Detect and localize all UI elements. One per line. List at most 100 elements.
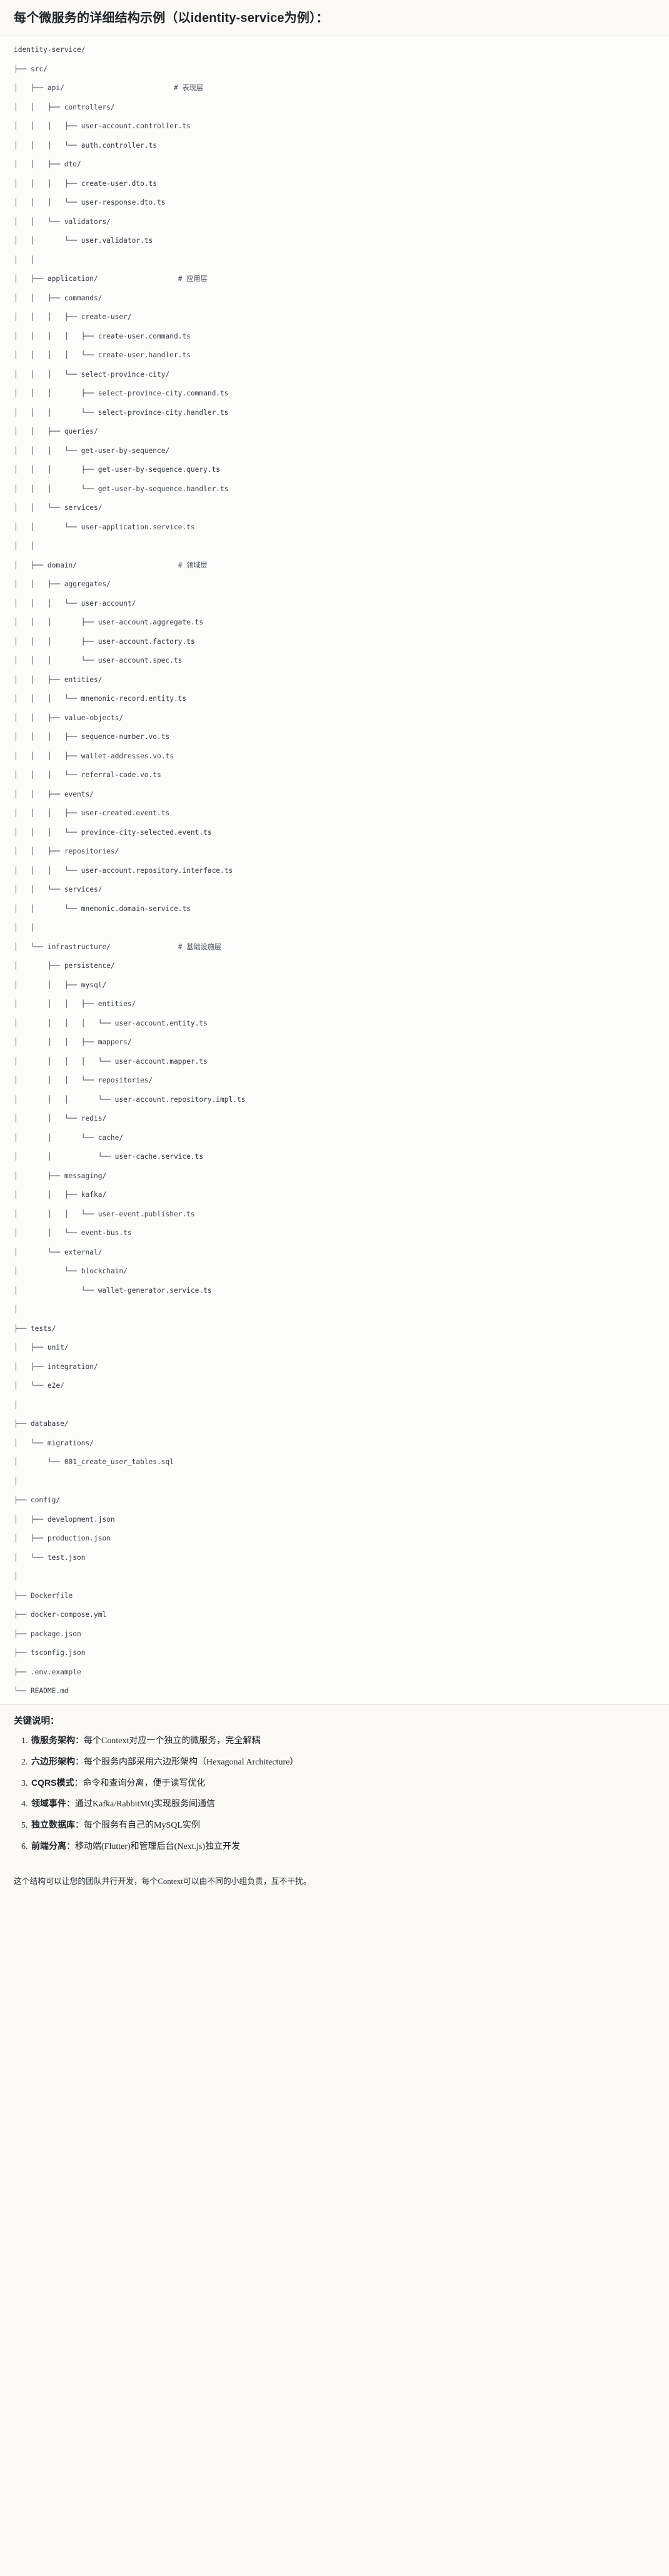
tree-line: │ └── 001_create_user_tables.sql bbox=[14, 1458, 174, 1466]
key-point-term: CQRS模式 bbox=[31, 1777, 74, 1788]
key-point-item: 六边形架构：每个服务内部采用六边形架构（Hexagonal Architectu… bbox=[30, 1755, 655, 1769]
tree-line: │ │ │ └── repositories/ bbox=[14, 1076, 153, 1084]
tree-line: │ │ └── cache/ bbox=[14, 1133, 124, 1142]
tree-line: │ │ bbox=[14, 924, 35, 932]
key-point-term: 独立数据库 bbox=[31, 1820, 75, 1830]
tree-line: ├── database/ bbox=[14, 1420, 69, 1428]
tree-line: │ │ ├── value-objects/ bbox=[14, 713, 124, 722]
key-point-item: CQRS模式：命令和查询分离，便于读写优化 bbox=[30, 1776, 655, 1791]
tree-line: │ │ │ └── user-event.publisher.ts bbox=[14, 1209, 195, 1218]
tree-line: │ │ │ ├── wallet-addresses.vo.ts bbox=[14, 751, 174, 760]
tree-line: │ │ │ │ └── user-account.mapper.ts bbox=[14, 1057, 208, 1066]
tree-line: │ │ └── redis/ bbox=[14, 1114, 107, 1123]
tree-line: │ │ │ └── user-account/ bbox=[14, 599, 136, 608]
key-points-title: 关键说明： bbox=[14, 1716, 59, 1727]
tree-line-comment: # 领域层 bbox=[178, 561, 208, 569]
tree-line: └── README.md bbox=[14, 1687, 69, 1695]
key-point-description: ：每个服务内部采用六边形架构（Hexagonal Architecture） bbox=[75, 1757, 299, 1767]
tree-line: │ ├── messaging/ bbox=[14, 1171, 107, 1180]
tree-line: │ │ │ │ └── create-user.handler.ts bbox=[14, 351, 191, 359]
tree-line: ├── docker-compose.yml bbox=[14, 1611, 107, 1619]
tree-line: │ ├── production.json bbox=[14, 1534, 111, 1542]
tree-line: │ │ │ ├── entities/ bbox=[14, 1000, 136, 1008]
tree-line: │ ├── api/ # 表现层 bbox=[14, 84, 203, 92]
tree-line-comment: # 应用层 bbox=[178, 275, 208, 283]
tree-line: │ bbox=[14, 1572, 18, 1581]
tree-line: │ │ │ ├── mappers/ bbox=[14, 1038, 132, 1046]
tree-line: │ └── migrations/ bbox=[14, 1438, 94, 1447]
tree-line: │ │ │ └── select-province-city/ bbox=[14, 370, 170, 379]
tree-line: │ │ │ │ ├── create-user.command.ts bbox=[14, 332, 191, 340]
tree-line: │ │ ├── repositories/ bbox=[14, 847, 119, 855]
key-point-term: 领域事件 bbox=[31, 1798, 66, 1809]
tree-line: │ └── infrastructure/ # 基础设施层 bbox=[14, 942, 222, 951]
tree-line: identity-service/ bbox=[14, 46, 86, 54]
tree-line: │ │ │ └── get-user-by-sequence/ bbox=[14, 446, 170, 455]
tree-line: │ │ │ └── auth.controller.ts bbox=[14, 141, 158, 150]
directory-tree-pre: identity-service/ ├── src/ │ ├── api/ # … bbox=[0, 45, 669, 1696]
key-points-section: 关键说明： 微服务架构：每个Context对应一个独立的微服务，完全解耦六边形架… bbox=[0, 1704, 669, 1867]
tree-line: │ ├── domain/ # 领域层 bbox=[14, 561, 208, 569]
tree-line: │ │ └── validators/ bbox=[14, 217, 111, 226]
key-point-item: 前端分离：移动端(Flutter)和管理后台(Next.js)独立开发 bbox=[30, 1840, 655, 1854]
tree-line-comment: # 表现层 bbox=[173, 84, 203, 92]
tree-line: │ │ ├── queries/ bbox=[14, 427, 98, 435]
tree-line: │ │ └── services/ bbox=[14, 504, 103, 512]
tree-line: │ │ │ ├── user-created.event.ts bbox=[14, 809, 170, 817]
tree-line: │ │ └── user-cache.service.ts bbox=[14, 1153, 204, 1161]
key-point-description: ：移动端(Flutter)和管理后台(Next.js)独立开发 bbox=[66, 1841, 241, 1851]
tree-line: │ │ │ └── user-response.dto.ts bbox=[14, 198, 166, 206]
tree-line: │ │ ├── commands/ bbox=[14, 293, 103, 302]
tree-line: │ ├── integration/ bbox=[14, 1362, 98, 1371]
key-point-description: ：命令和查询分离，便于读写优化 bbox=[74, 1778, 206, 1788]
tree-line: │ └── e2e/ bbox=[14, 1382, 64, 1390]
tree-line: │ │ ├── kafka/ bbox=[14, 1191, 107, 1199]
tree-line: │ │ └── mnemonic.domain-service.ts bbox=[14, 904, 191, 913]
tree-line: ├── src/ bbox=[14, 64, 48, 73]
tree-line: ├── package.json bbox=[14, 1629, 81, 1638]
tree-line: │ │ │ ├── user-account.controller.ts bbox=[14, 122, 191, 130]
tree-line: │ bbox=[14, 1305, 18, 1313]
tree-line: │ │ │ └── select-province-city.handler.t… bbox=[14, 408, 229, 417]
tree-line: │ │ │ ├── sequence-number.vo.ts bbox=[14, 733, 170, 741]
tree-line: │ │ ├── controllers/ bbox=[14, 103, 115, 111]
document-page: 每个微服务的详细结构示例（以identity-service为例）： ident… bbox=[0, 0, 669, 1898]
key-point-term: 六边形架构 bbox=[31, 1756, 75, 1766]
key-point-description: ：每个Context对应一个独立的微服务，完全解耦 bbox=[75, 1736, 261, 1746]
tree-line: │ │ │ ├── get-user-by-sequence.query.ts bbox=[14, 466, 221, 474]
key-points-list: 微服务架构：每个Context对应一个独立的微服务，完全解耦六边形架构：每个服务… bbox=[14, 1734, 655, 1853]
key-point-term: 微服务架构 bbox=[31, 1735, 75, 1746]
tree-line: │ │ └── user.validator.ts bbox=[14, 237, 153, 245]
tree-line: ├── tsconfig.json bbox=[14, 1649, 86, 1657]
key-point-description: ：每个服务有自己的MySQL实例 bbox=[75, 1821, 200, 1830]
tree-line: │ │ │ ├── select-province-city.command.t… bbox=[14, 389, 229, 397]
tree-line: │ bbox=[14, 1400, 18, 1409]
tree-line: │ └── test.json bbox=[14, 1553, 86, 1562]
tree-line: ├── .env.example bbox=[14, 1667, 81, 1676]
tree-line: │ │ └── user-application.service.ts bbox=[14, 522, 195, 531]
directory-tree-content: identity-service/ ├── src/ │ ├── api/ # … bbox=[14, 45, 655, 1696]
page-title: 每个微服务的详细结构示例（以identity-service为例）： bbox=[0, 0, 669, 36]
tree-line: │ │ │ └── mnemonic-record.entity.ts bbox=[14, 695, 187, 703]
key-point-item: 微服务架构：每个Context对应一个独立的微服务，完全解耦 bbox=[30, 1734, 655, 1748]
tree-line: │ │ │ └── referral-code.vo.ts bbox=[14, 771, 161, 779]
tree-line: │ │ │ └── user-account.spec.ts bbox=[14, 656, 183, 664]
tree-line: │ │ ├── entities/ bbox=[14, 675, 103, 684]
tree-line: │ │ │ └── province-city-selected.event.t… bbox=[14, 828, 212, 837]
tree-line: ├── config/ bbox=[14, 1496, 61, 1504]
tree-line: │ ├── persistence/ bbox=[14, 962, 115, 970]
tree-line: │ │ └── event-bus.ts bbox=[14, 1229, 132, 1237]
tree-line: │ │ │ │ └── user-account.entity.ts bbox=[14, 1019, 208, 1027]
tree-line: │ bbox=[14, 1477, 18, 1485]
tree-line: │ ├── development.json bbox=[14, 1515, 115, 1524]
tree-line: ├── Dockerfile bbox=[14, 1591, 73, 1600]
tree-line: │ │ │ ├── create-user/ bbox=[14, 313, 132, 321]
tree-line: │ │ bbox=[14, 542, 35, 550]
tree-line: │ │ └── services/ bbox=[14, 885, 103, 893]
tree-line: │ │ bbox=[14, 255, 35, 264]
key-point-term: 前端分离 bbox=[31, 1840, 66, 1851]
tree-line: │ └── wallet-generator.service.ts bbox=[14, 1286, 212, 1295]
tree-line: │ ├── unit/ bbox=[14, 1343, 69, 1352]
key-point-item: 领域事件：通过Kafka/RabbitMQ实现服务间通信 bbox=[30, 1797, 655, 1811]
tree-line: │ │ │ └── get-user-by-sequence.handler.t… bbox=[14, 484, 229, 493]
